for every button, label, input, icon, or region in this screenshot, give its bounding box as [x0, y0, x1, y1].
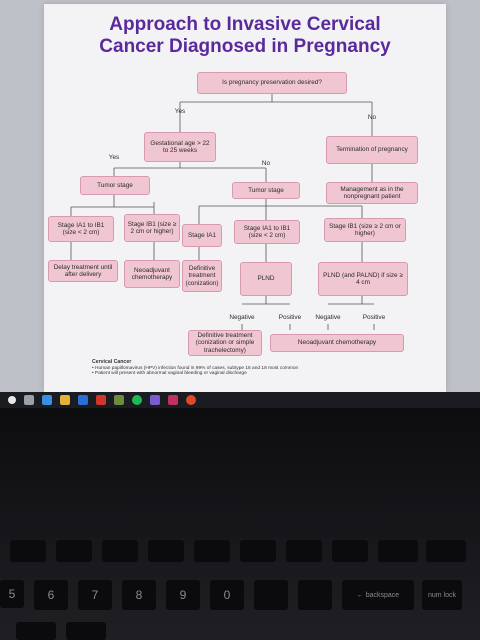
search-icon[interactable]: [8, 396, 16, 404]
key-8[interactable]: 8: [122, 580, 156, 610]
label-no: No: [367, 114, 377, 121]
app-icon-pink[interactable]: [168, 395, 178, 405]
key-backspace[interactable]: ← backspace: [342, 580, 414, 610]
app-icon-purple[interactable]: [150, 395, 160, 405]
monitor-screen: Approach to Invasive Cervical Cancer Dia…: [0, 0, 480, 392]
node-definitive-simple: Definitive treatment (conization or simp…: [188, 330, 262, 356]
label-yes: Yes: [174, 108, 186, 115]
key-minus[interactable]: [254, 580, 288, 610]
node-stage-ia1: Stage IA1: [182, 224, 222, 247]
key-7[interactable]: 7: [78, 580, 112, 610]
key-f3[interactable]: [102, 540, 138, 562]
edge-icon[interactable]: [42, 395, 52, 405]
key-f4[interactable]: [148, 540, 184, 562]
label-positive-2: Positive: [362, 314, 386, 321]
key-f8[interactable]: [332, 540, 368, 562]
node-pregnancy-preservation: Is pregnancy preservation desired?: [197, 72, 347, 94]
node-stage-ia1-ib1-left: Stage IA1 to IB1 (size < 2 cm): [48, 216, 114, 242]
key-f1[interactable]: [10, 540, 46, 562]
label-positive-1: Positive: [278, 314, 302, 321]
key-5[interactable]: 5: [0, 580, 24, 608]
node-stage-ib1-large: Stage IB1 (size ≥ 2 cm or higher): [124, 214, 180, 242]
key-6[interactable]: 6: [34, 580, 68, 610]
app-icon-green[interactable]: [114, 395, 124, 405]
key-0[interactable]: 0: [210, 580, 244, 610]
node-termination: Termination of pregnancy: [326, 136, 418, 164]
key-9[interactable]: 9: [166, 580, 200, 610]
label-negative-2: Negative: [315, 314, 341, 321]
key-t-row[interactable]: [16, 622, 56, 640]
node-plnd-palnd: PLND (and PALND) if size ≥ 4 cm: [318, 262, 408, 296]
key-f5[interactable]: [194, 540, 230, 562]
key-f2[interactable]: [56, 540, 92, 562]
node-definitive-conization: Definitive treatment (conization): [182, 260, 222, 292]
key-delete[interactable]: [378, 540, 418, 562]
folder-icon[interactable]: [60, 395, 70, 405]
label-negative-1: Negative: [229, 314, 255, 321]
slide: Approach to Invasive Cervical Cancer Dia…: [44, 4, 446, 392]
node-neoadjuvant-left: Neoadjuvant chemotherapy: [124, 260, 180, 288]
key-y-row[interactable]: [66, 622, 106, 640]
key-home[interactable]: [426, 540, 466, 562]
taskbar: [0, 392, 480, 408]
chrome-icon[interactable]: [186, 395, 196, 405]
slide-title-line2: Cancer Diagnosed in Pregnancy: [99, 36, 391, 57]
notes-bullet-1: • Human papillomavirus (HPV) infection f…: [92, 365, 299, 371]
notes-bullet-2: • Patient will present with abnormal vag…: [92, 371, 247, 377]
app-icon-red[interactable]: [96, 395, 106, 405]
notes-heading: Cervical Cancer: [92, 359, 132, 365]
node-neoadjuvant-bottom: Neoadjuvant chemotherapy: [270, 334, 404, 352]
laptop-keyboard: 5 6 7 8 9 0 ← backspace num lock: [0, 408, 480, 640]
node-plnd: PLND: [240, 262, 292, 296]
node-stage-ib1-right: Stage IB1 (size ≥ 2 cm or higher): [324, 218, 406, 242]
label-ga-no: No: [261, 160, 271, 167]
flowchart-connectors: [70, 94, 375, 330]
node-tumor-stage-left: Tumor stage: [80, 176, 150, 195]
node-delay-treatment: Delay treatment until after delivery: [48, 260, 118, 282]
node-gestational-age: Gestational age > 22 to 25 weeks: [144, 132, 216, 162]
node-stage-ia1-ib1-mid: Stage IA1 to IB1 (size < 2 cm): [234, 220, 300, 244]
label-ga-yes: Yes: [108, 154, 120, 161]
key-numlock[interactable]: num lock: [422, 580, 462, 610]
slide-title-line1: Approach to Invasive Cervical: [109, 14, 381, 35]
node-management-nonpregnant: Management as in the nonpregnant patient: [326, 182, 418, 204]
node-tumor-stage-mid: Tumor stage: [232, 182, 300, 199]
key-f7[interactable]: [286, 540, 322, 562]
task-view-icon[interactable]: [24, 395, 34, 405]
key-equals[interactable]: [298, 580, 332, 610]
store-icon[interactable]: [78, 395, 88, 405]
spotify-icon[interactable]: [132, 395, 142, 405]
key-f6[interactable]: [240, 540, 276, 562]
notes: Cervical Cancer • Human papillomavirus (…: [92, 359, 392, 377]
